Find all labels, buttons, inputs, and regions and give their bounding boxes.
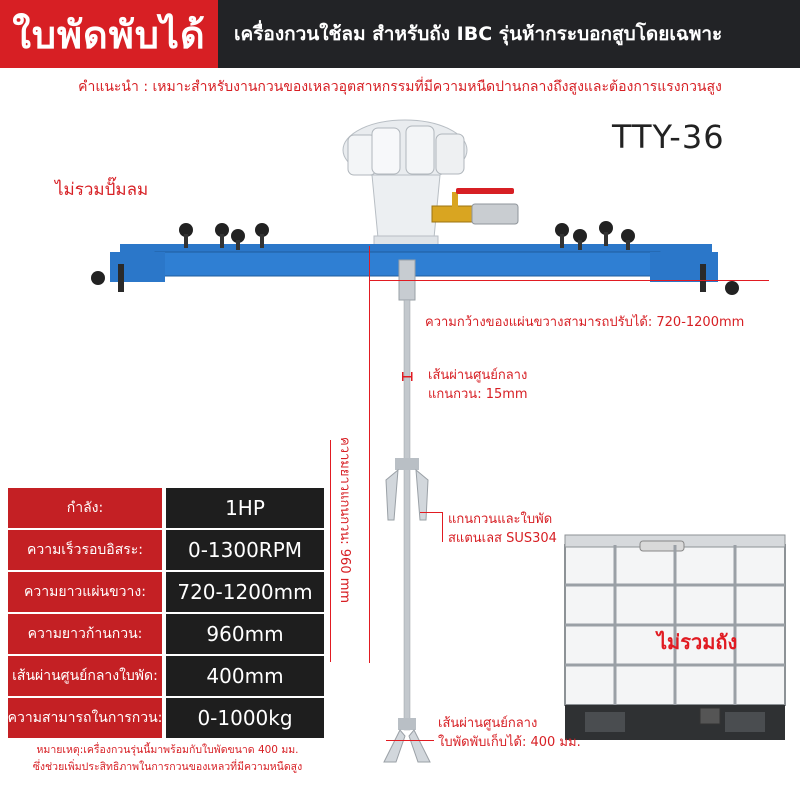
spec-label: ความสามารถในการกวน: — [8, 698, 162, 738]
spec-label: ความยาวก้านกวน: — [8, 614, 162, 654]
shaft-length-note: ความยาวแกนกวน: 960 mm — [337, 437, 352, 604]
spec-value: 720-1200mm — [166, 572, 324, 612]
crossbar — [91, 221, 739, 295]
folding-blade-line2: ใบพัดพับเก็บได้: 400 มม. — [438, 735, 581, 750]
upper-blades — [385, 458, 429, 521]
remark-line1: หมายเหตุ:เครื่องกวนรุ่นนี้มาพร้อมกับใบพั… — [36, 744, 299, 756]
spec-label: กำลัง: — [8, 488, 162, 528]
model-number: TTY-36 — [612, 118, 725, 156]
spec-value: 400mm — [166, 656, 324, 696]
header-title: เครื่องกวนใช้ลม สำหรับถัง IBC รุ่นห้ากระ… — [218, 0, 800, 68]
stirring-shaft — [398, 259, 416, 731]
remark-note: หมายเหตุ:เครื่องกวนรุ่นนี้มาพร้อมกับใบพั… — [0, 742, 335, 776]
spec-value: 0-1300RPM — [166, 530, 324, 570]
folding-blade-note: เส้นผ่านศูนย์กลาง ใบพัดพับเก็บได้: 400 ม… — [438, 714, 581, 752]
remark-line2: ซึ่งช่วยเพิ่มประสิทธิภาพในการกวนของเหลวท… — [32, 761, 303, 773]
spec-label: เส้นผ่านศูนย์กลางใบพัด: — [8, 656, 162, 696]
spec-value: 1HP — [166, 488, 324, 528]
usage-note: คำแนะนำ : เหมาะสำหรับงานกวนของเหลวอุตสาห… — [78, 79, 722, 95]
air-motor — [342, 119, 468, 251]
lower-blades — [383, 718, 431, 763]
shaft-diameter-note: เส้นผ่านศูนย์กลาง แกนกวน: 15mm — [428, 366, 528, 404]
dimension-lines — [330, 246, 769, 741]
spec-value: 0-1000kg — [166, 698, 324, 738]
spec-label: ความยาวแผ่นขวาง: — [8, 572, 162, 612]
folding-blade-line1: เส้นผ่านศูนย์กลาง — [438, 716, 538, 731]
material-note: แกนกวนและใบพัด สแตนเลส SUS304 — [448, 510, 557, 548]
no-pump-label: ไม่รวมปั๊มลม — [55, 180, 149, 200]
material-line2: สแตนเลส SUS304 — [448, 531, 557, 546]
shaft-diameter-line1: เส้นผ่านศูนย์กลาง — [428, 368, 528, 383]
plate-width-note: ความกว้างของแผ่นขวางสามารถปรับได้: 720-1… — [425, 315, 745, 330]
spec-value: 960mm — [166, 614, 324, 654]
spec-label: ความเร็วรอบอิสระ: — [8, 530, 162, 570]
ibc-tank — [564, 534, 786, 740]
shaft-diameter-line2: แกนกวน: 15mm — [428, 387, 528, 402]
air-valve — [431, 188, 519, 225]
material-line1: แกนกวนและใบพัด — [448, 512, 553, 527]
no-tank-label: ไม่รวมถัง — [657, 630, 738, 654]
header-badge: ใบพัดพับได้ — [0, 0, 218, 68]
